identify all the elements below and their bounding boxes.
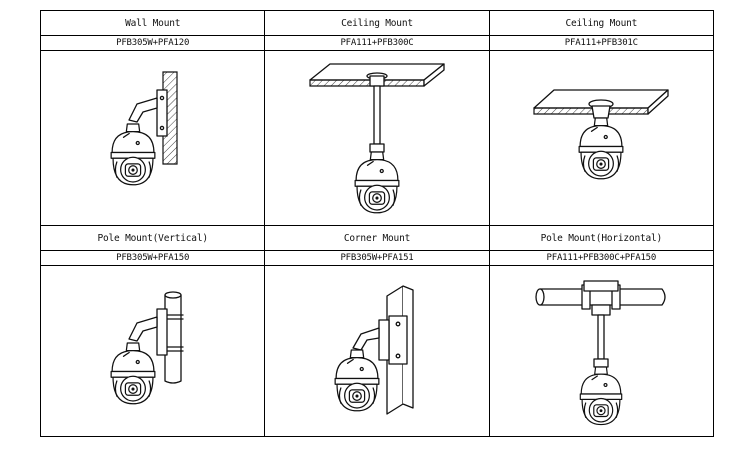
mount-model-ceiling-flush: PFA111+PFB301C xyxy=(488,35,715,51)
ceiling-flush-mount-camera-icon xyxy=(533,89,669,180)
mount-title-ceiling-flush: Ceiling Mount xyxy=(488,10,715,36)
illustration-cell-pole-horizontal xyxy=(488,265,715,437)
mount-title-wall: Wall Mount xyxy=(39,10,266,36)
mount-title-corner: Corner Mount xyxy=(264,225,490,251)
illustration-cell-wall xyxy=(39,50,266,226)
illustration-cell-ceiling-flush xyxy=(488,50,715,226)
mount-title-pole-horizontal: Pole Mount(Horizontal) xyxy=(488,225,715,251)
corner-mount-camera-icon xyxy=(334,285,414,415)
ceiling-pendant-mount-camera-icon xyxy=(309,63,445,214)
mount-title-pole-vertical: Pole Mount(Vertical) xyxy=(39,225,266,251)
mount-model-wall: PFB305W+PFA120 xyxy=(39,35,266,51)
mount-model-pole-vertical: PFB305W+PFA150 xyxy=(39,250,266,266)
illustration-cell-ceiling-pendant xyxy=(264,50,490,226)
wall-mount-camera-icon xyxy=(110,71,178,186)
mount-model-ceiling-pendant: PFA111+PFB300C xyxy=(264,35,490,51)
pole-horizontal-mount-camera-icon xyxy=(535,280,666,426)
illustration-cell-corner xyxy=(264,265,490,437)
mount-model-corner: PFB305W+PFA151 xyxy=(264,250,490,266)
illustration-cell-pole-vertical xyxy=(39,265,266,437)
mount-title-ceiling-pendant: Ceiling Mount xyxy=(264,10,490,36)
mount-model-pole-horizontal: PFA111+PFB300C+PFA150 xyxy=(488,250,715,266)
mount-options-table: Wall Mount Ceiling Mount Ceiling Mount P… xyxy=(39,10,715,437)
pole-vertical-mount-camera-icon xyxy=(110,291,184,405)
